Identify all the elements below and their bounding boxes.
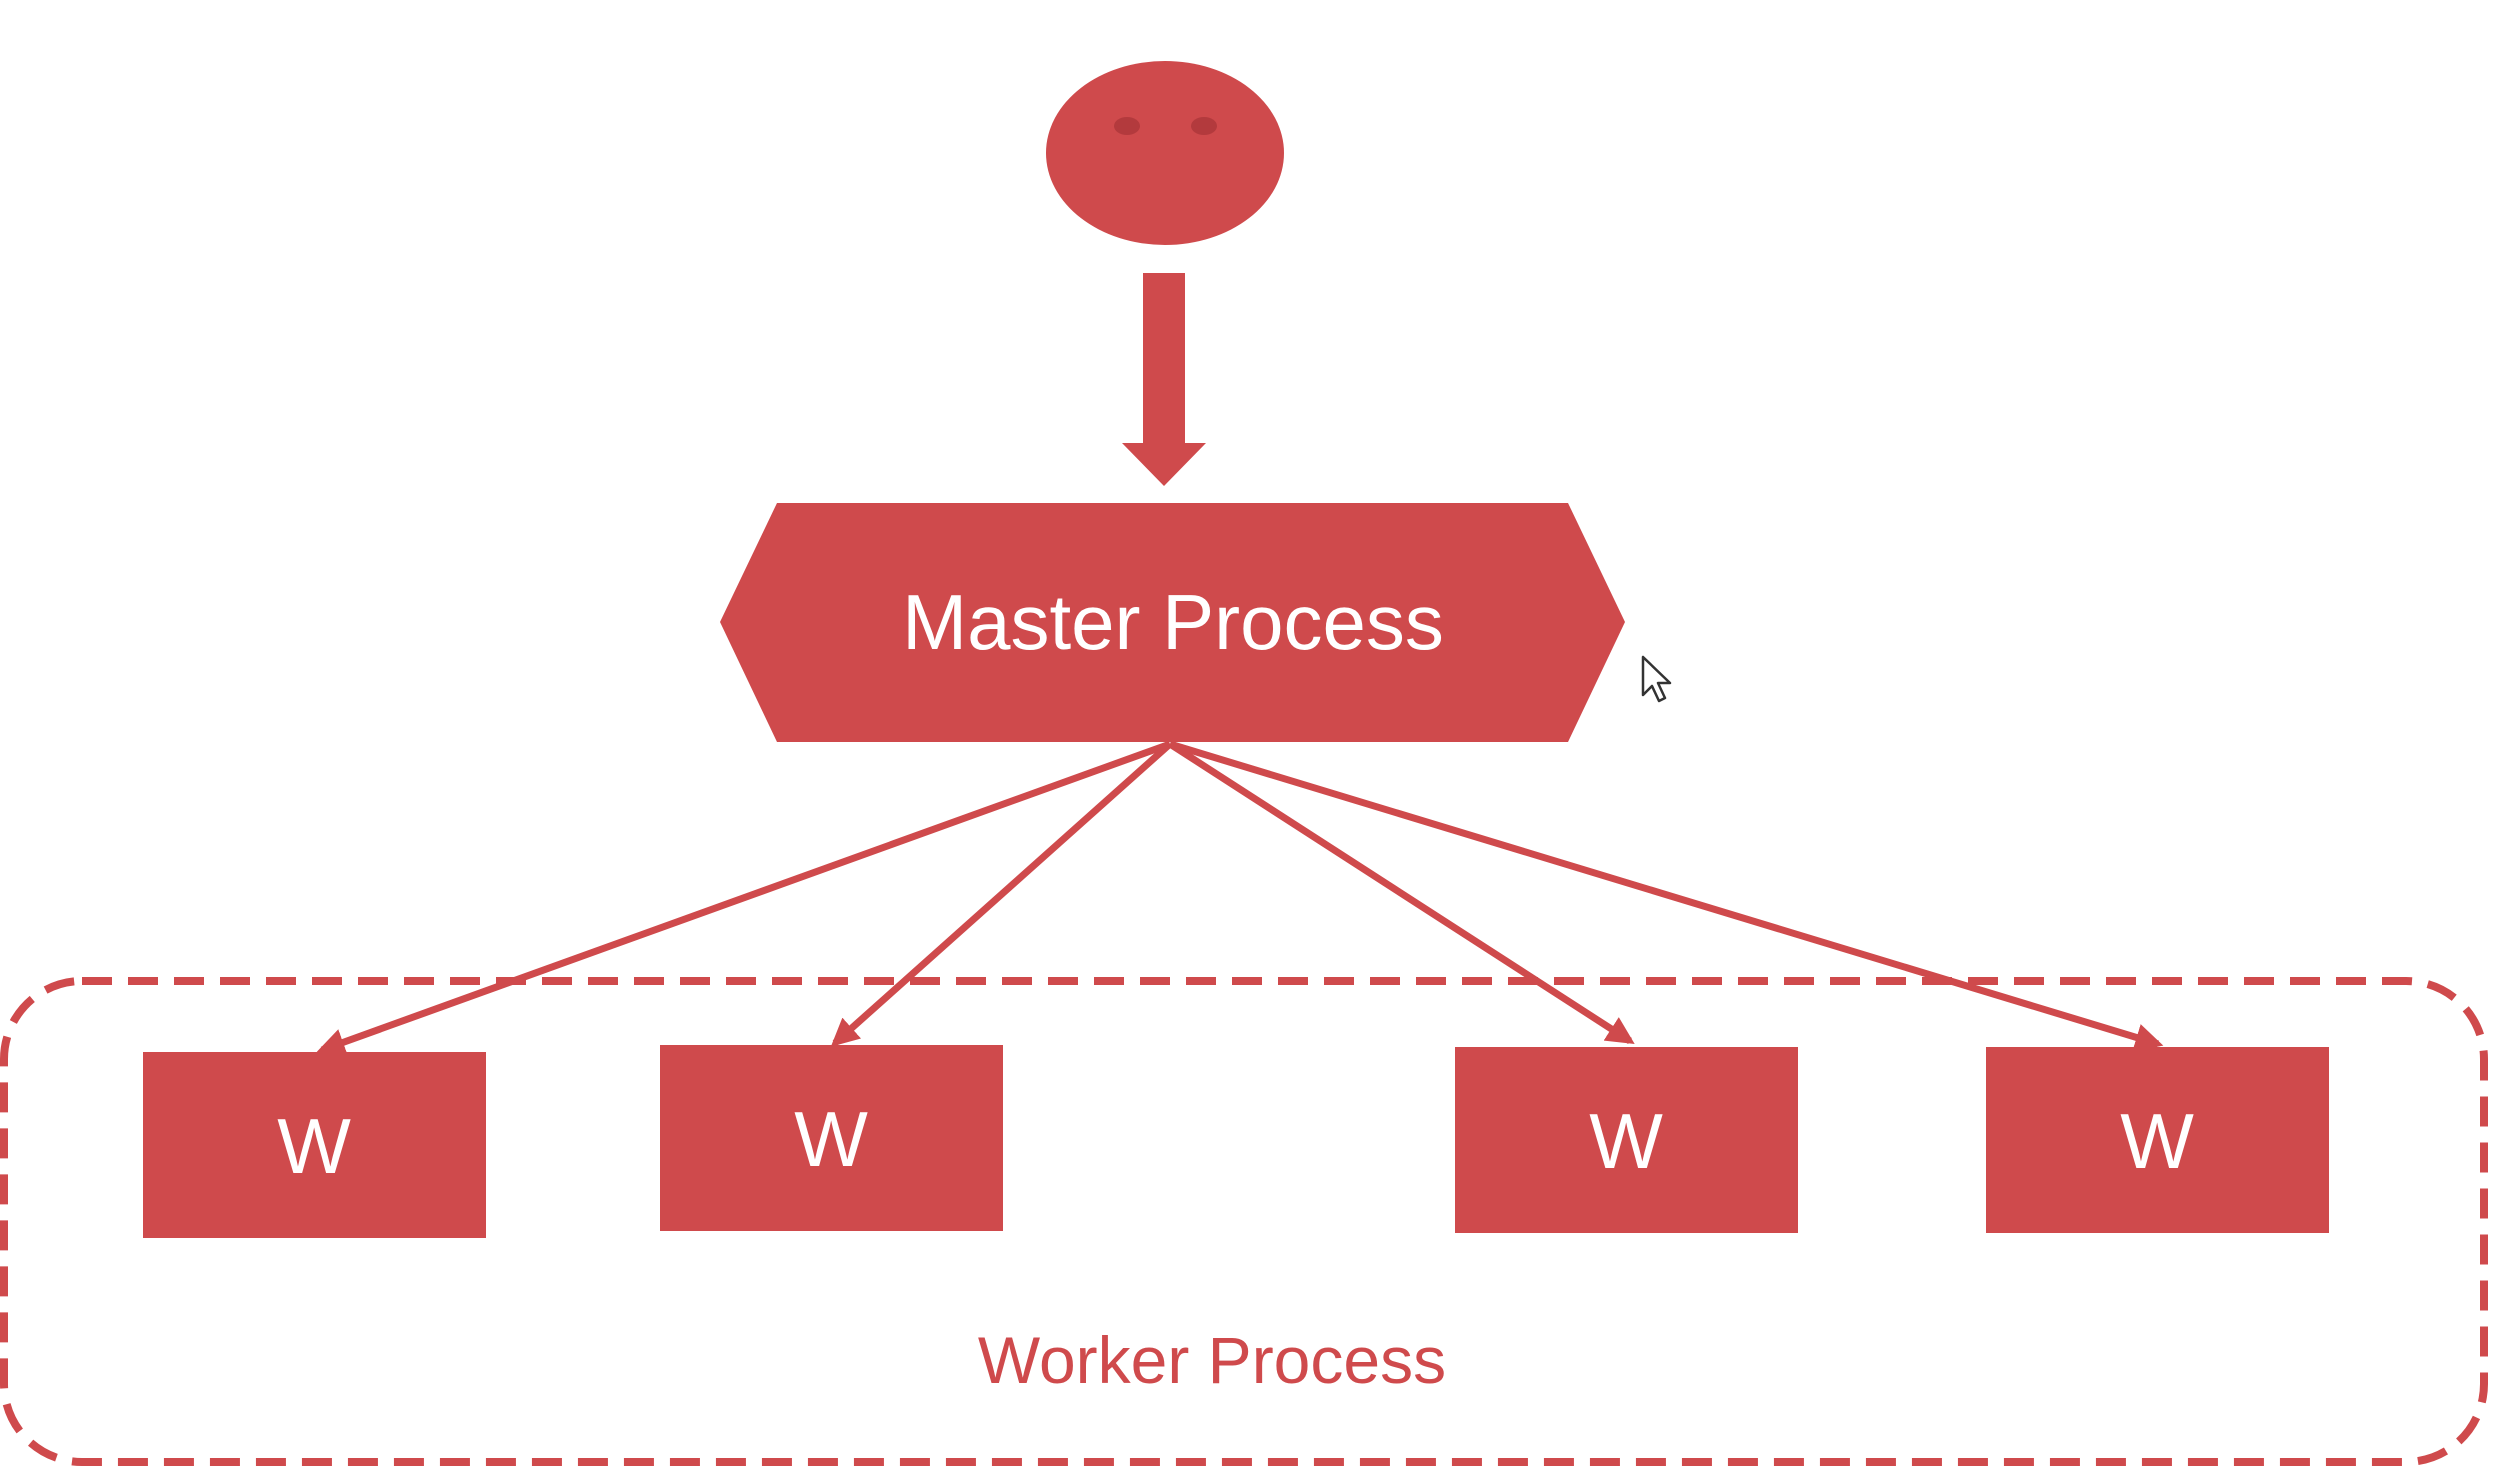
worker-label: W bbox=[1589, 1097, 1663, 1185]
worker-node-1: W bbox=[143, 1052, 486, 1238]
master-process-node: Master Process bbox=[720, 503, 1625, 742]
request-arrow bbox=[1122, 273, 1206, 486]
worker-node-4: W bbox=[1986, 1047, 2329, 1233]
worker-label: W bbox=[277, 1102, 351, 1190]
connector-worker-2 bbox=[830, 741, 1173, 1047]
worker-group-label: Worker Process bbox=[978, 1323, 1446, 1397]
worker-group-container bbox=[0, 977, 2488, 1466]
mouse-pointer-icon bbox=[1641, 655, 1672, 703]
master-process-label: Master Process bbox=[902, 578, 1444, 666]
worker-node-3: W bbox=[1455, 1047, 1798, 1233]
user-head-icon bbox=[1046, 61, 1284, 245]
worker-label: W bbox=[794, 1095, 868, 1183]
connector-worker-4 bbox=[1168, 740, 2164, 1051]
connector-worker-1 bbox=[316, 740, 1172, 1056]
worker-label: W bbox=[2120, 1097, 2194, 1185]
worker-connectors bbox=[316, 740, 2164, 1056]
connector-worker-3 bbox=[1168, 741, 1635, 1045]
worker-node-2: W bbox=[660, 1045, 1003, 1231]
